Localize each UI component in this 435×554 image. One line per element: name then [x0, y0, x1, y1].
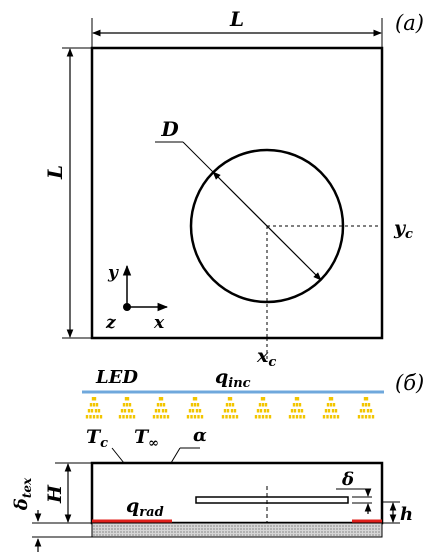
dimension-H: H — [44, 462, 92, 523]
panel-a-tag: (a) — [395, 11, 424, 35]
label-yc: yc — [393, 217, 413, 242]
label-xc: xc — [256, 345, 276, 370]
dimension-delta: δ — [336, 469, 372, 514]
plate-square — [90, 46, 384, 340]
dimension-h: h — [382, 501, 413, 525]
label-delta: δ — [341, 469, 354, 490]
panel-a: (a) L L D yc — [43, 7, 424, 370]
led-beam-icon — [221, 397, 239, 419]
label-q-inc: qinc — [215, 366, 251, 391]
label-T-inf: T∞ — [134, 426, 159, 451]
circular-hole — [189, 148, 345, 304]
dimension-left-L: L — [43, 47, 92, 339]
led-beam-icon — [152, 397, 170, 419]
label-alpha: α — [193, 425, 207, 446]
label-L-left: L — [43, 165, 67, 180]
led-beam-icon — [254, 397, 272, 419]
led-beam-icon — [357, 397, 375, 419]
leader-Tc — [111, 447, 125, 464]
base-layer — [91, 522, 383, 538]
led-beam-icon — [85, 397, 103, 419]
led-beam-icon — [322, 397, 340, 419]
panel-b: (б) LED qinc Tc T∞ α qrad H — [11, 366, 424, 552]
label-H: H — [44, 484, 66, 504]
label-h: h — [400, 504, 413, 525]
z-axis-dot-icon — [123, 303, 131, 311]
label-D: D — [160, 117, 179, 141]
dimension-delta-tex: δtex — [11, 477, 92, 552]
led-beam-icon — [288, 397, 306, 419]
axis-label-y: y — [107, 263, 119, 283]
label-L-top: L — [229, 7, 244, 31]
axis-label-z: z — [105, 313, 116, 333]
panel-b-tag: (б) — [395, 371, 424, 395]
sample-plate — [195, 496, 349, 504]
label-LED: LED — [95, 367, 138, 388]
label-Tc: Tc — [86, 426, 108, 451]
axis-label-x: x — [153, 313, 165, 333]
label-q-rad: qrad — [126, 495, 164, 520]
led-beam-icon — [118, 397, 136, 419]
led-emitters — [85, 397, 375, 419]
coordinate-axes: y x z — [105, 263, 169, 333]
label-delta-tex: δtex — [11, 477, 34, 511]
diameter-dimension: D — [155, 117, 322, 281]
led-beam-icon — [186, 397, 204, 419]
dimension-top-L: L — [91, 7, 383, 47]
leader-alpha-diag — [170, 447, 181, 464]
